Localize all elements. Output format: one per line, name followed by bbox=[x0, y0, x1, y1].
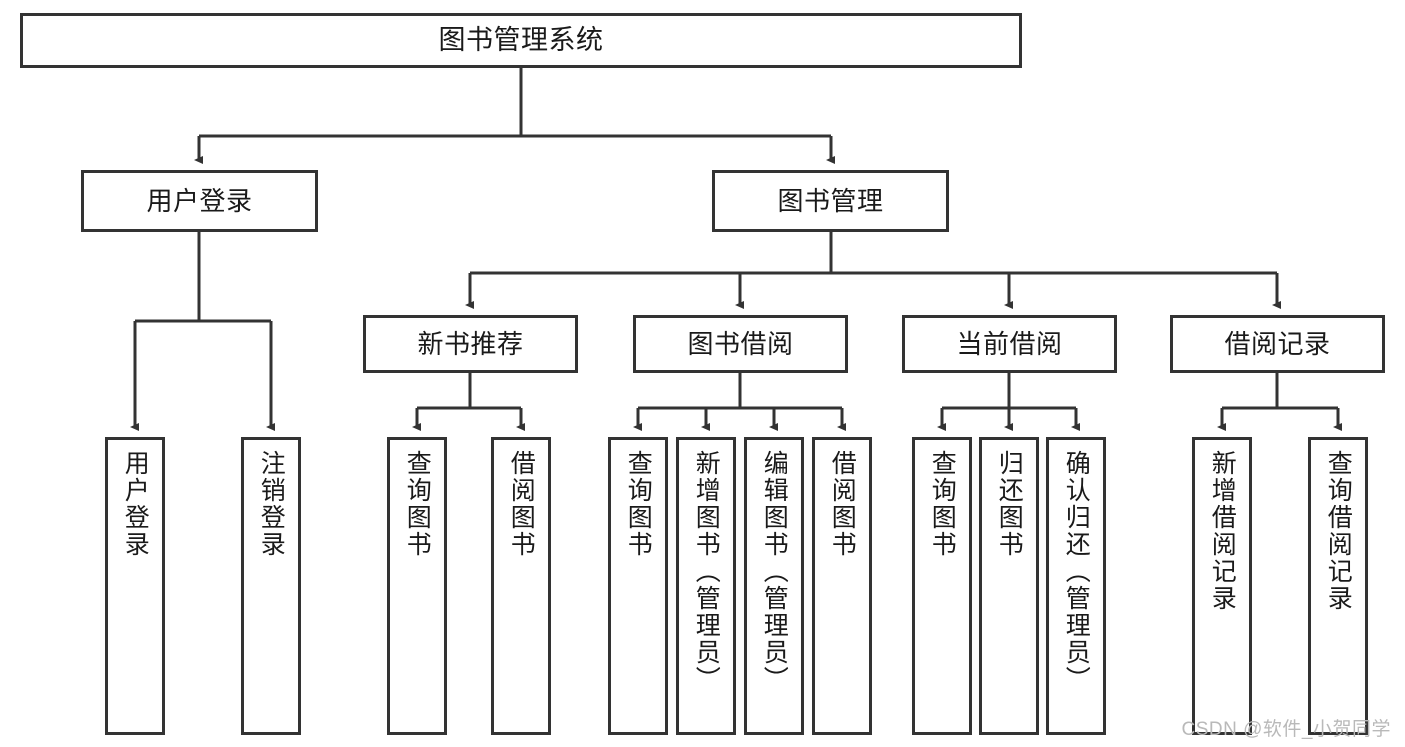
node-label: 新书推荐 bbox=[417, 328, 524, 359]
node-borrowing-records[interactable]: 借阅记录 bbox=[1170, 315, 1385, 373]
node-label: 借阅记录 bbox=[1224, 328, 1331, 359]
node-user-login[interactable]: 用户登录 bbox=[81, 170, 318, 232]
leaf-query-books-current[interactable]: 查询图书 bbox=[912, 437, 972, 735]
leaf-edit-book-admin[interactable]: 编辑图书（管理员） bbox=[744, 437, 804, 735]
leaf-query-books-newbook[interactable]: 查询图书 bbox=[387, 437, 447, 735]
node-label: 图书借阅 bbox=[687, 328, 794, 359]
node-label: 当前借阅 bbox=[956, 328, 1063, 359]
node-label: 新增图书（管理员） bbox=[692, 450, 721, 693]
node-book-borrowing[interactable]: 图书借阅 bbox=[633, 315, 848, 373]
node-label: 图书管理系统 bbox=[438, 24, 604, 55]
leaf-add-borrow-record[interactable]: 新增借阅记录 bbox=[1192, 437, 1252, 735]
node-label: 查询图书 bbox=[403, 450, 432, 558]
leaf-query-books-borrow[interactable]: 查询图书 bbox=[608, 437, 668, 735]
node-label: 确认归还（管理员） bbox=[1062, 450, 1091, 693]
node-label: 查询图书 bbox=[624, 450, 653, 558]
node-label: 编辑图书（管理员） bbox=[760, 450, 789, 693]
node-label: 查询图书 bbox=[928, 450, 957, 558]
leaf-query-borrow-record[interactable]: 查询借阅记录 bbox=[1308, 437, 1368, 735]
node-root-book-management-system[interactable]: 图书管理系统 bbox=[20, 13, 1022, 68]
node-label: 查询借阅记录 bbox=[1324, 450, 1353, 612]
csdn-watermark: CSDN @软件_小贺同学 bbox=[1181, 719, 1391, 740]
leaf-borrow-books-borrow[interactable]: 借阅图书 bbox=[812, 437, 872, 735]
node-label: 用户登录 bbox=[121, 450, 150, 558]
node-label: 归还图书 bbox=[995, 450, 1024, 558]
node-book-management[interactable]: 图书管理 bbox=[712, 170, 949, 232]
leaf-return-books[interactable]: 归还图书 bbox=[979, 437, 1039, 735]
leaf-add-book-admin[interactable]: 新增图书（管理员） bbox=[676, 437, 736, 735]
node-current-borrowing[interactable]: 当前借阅 bbox=[902, 315, 1117, 373]
node-label: 借阅图书 bbox=[507, 450, 536, 558]
node-label: 用户登录 bbox=[146, 185, 253, 216]
leaf-confirm-return-admin[interactable]: 确认归还（管理员） bbox=[1046, 437, 1106, 735]
node-label: 新增借阅记录 bbox=[1208, 450, 1237, 612]
leaf-user-login[interactable]: 用户登录 bbox=[105, 437, 165, 735]
node-label: 注销登录 bbox=[257, 450, 286, 558]
leaf-logout[interactable]: 注销登录 bbox=[241, 437, 301, 735]
node-label: 图书管理 bbox=[777, 185, 884, 216]
leaf-borrow-books-newbook[interactable]: 借阅图书 bbox=[491, 437, 551, 735]
node-new-book-recommendation[interactable]: 新书推荐 bbox=[363, 315, 578, 373]
node-label: 借阅图书 bbox=[828, 450, 857, 558]
